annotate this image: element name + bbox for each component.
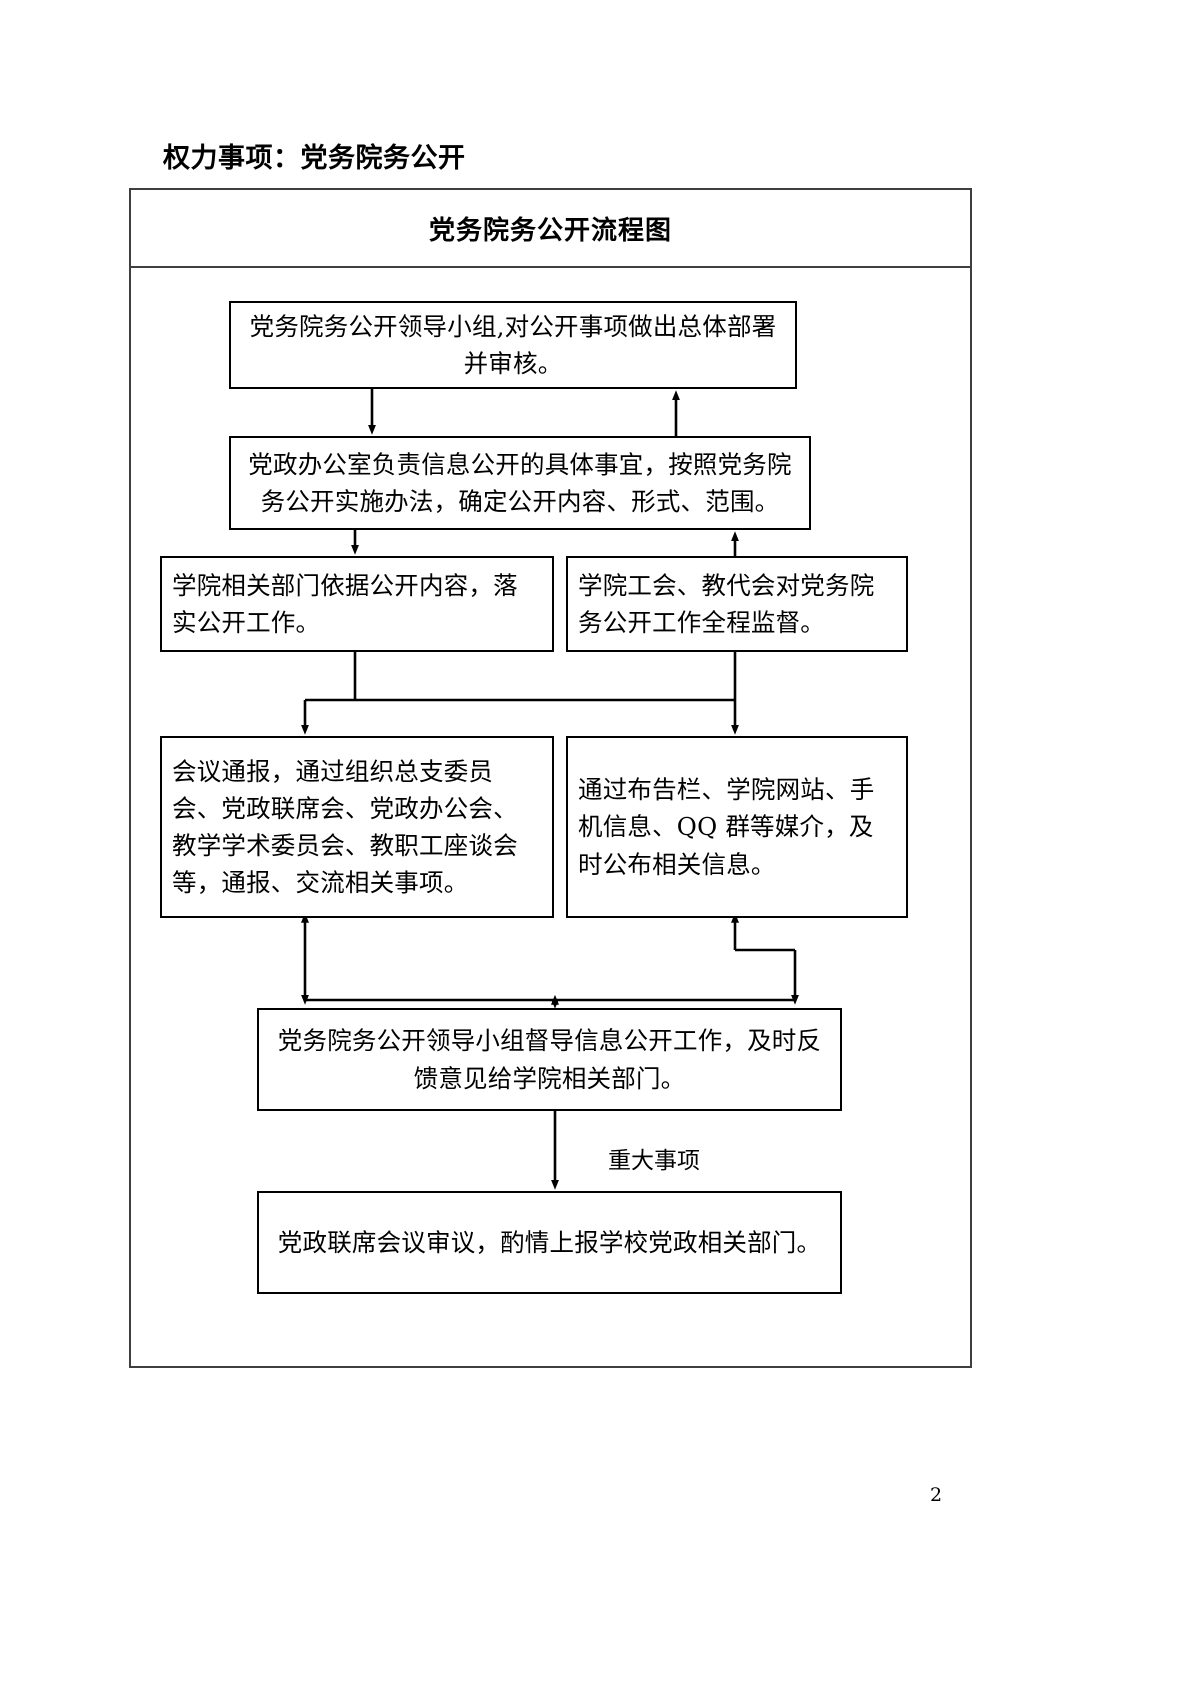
flow-node-text: 通过布告栏、学院网站、手机信息、QQ 群等媒介，及时公布相关信息。 [578,775,875,879]
edge-label-major-matter: 重大事项 [608,1148,700,1174]
flow-node-meeting-briefing: 会议通报，通过组织总支委员会、党政联席会、党政办公会、教学学术委员会、教职工座谈… [160,736,554,918]
flow-node-departments: 学院相关部门依据公开内容，落实公开工作。 [160,556,554,652]
flow-node-text: 党政办公室负责信息公开的具体事宜，按照党务院务公开实施办法，确定公开内容、形式、… [248,449,792,516]
flow-node-union-supervision: 学院工会、教代会对党务院务公开工作全程监督。 [566,556,908,652]
flow-node-text: 党务院务公开领导小组督导信息公开工作，及时反馈意见给学院相关部门。 [277,1026,822,1093]
page-number: 2 [930,1484,943,1506]
page-title: 权力事项：党务院务公开 [163,143,466,174]
flowchart-title-row: 党务院务公开流程图 [131,190,970,268]
flow-node-text: 党务院务公开领导小组,对公开事项做出总体部署并审核。 [249,311,777,378]
flowchart-title: 党务院务公开流程图 [428,215,672,246]
flow-node-office: 党政办公室负责信息公开的具体事宜，按照党务院务公开实施办法，确定公开内容、形式、… [229,436,811,530]
flowchart-frame: 党务院务公开流程图 [129,188,972,1368]
flow-node-joint-meeting: 党政联席会议审议，酌情上报学校党政相关部门。 [257,1191,842,1294]
flow-node-publicity-channels: 通过布告栏、学院网站、手机信息、QQ 群等媒介，及时公布相关信息。 [566,736,908,918]
flow-node-leadgroup: 党务院务公开领导小组,对公开事项做出总体部署并审核。 [229,301,797,389]
flow-node-supervision-feedback: 党务院务公开领导小组督导信息公开工作，及时反馈意见给学院相关部门。 [257,1008,842,1111]
flow-node-text: 学院相关部门依据公开内容，落实公开工作。 [172,570,518,637]
flow-node-text: 会议通报，通过组织总支委员会、党政联席会、党政办公会、教学学术委员会、教职工座谈… [172,756,518,898]
flow-node-text: 党政联席会议审议，酌情上报学校党政相关部门。 [277,1227,822,1257]
flow-node-text: 学院工会、教代会对党务院务公开工作全程监督。 [578,570,875,637]
